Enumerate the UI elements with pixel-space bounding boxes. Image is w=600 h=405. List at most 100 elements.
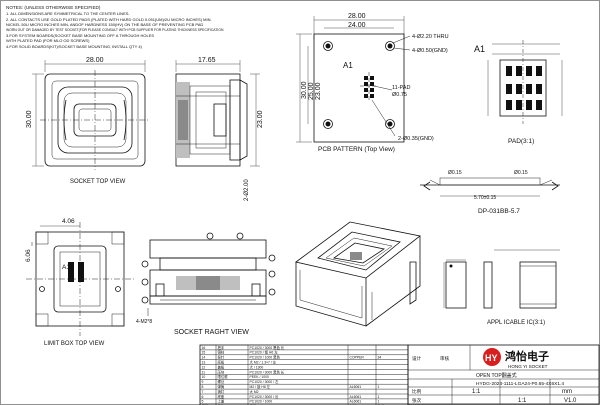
bom-cell-spec: PC1020 / 锁 H6 左 (250, 350, 279, 355)
pcb-hole-thru: 4-Ø2.20 THRU (412, 34, 449, 40)
bom-cell-name: 名称 (218, 404, 225, 405)
top-width-dim: 28.00 (86, 57, 104, 64)
bom-cell-name: 底板 (218, 360, 225, 365)
limit-box-view: 4.06 6.06 A1 LIMIT BOX TOP VIEW (25, 218, 134, 347)
bom-cell-qty: 34 (378, 356, 382, 360)
bom-cell-qty: 1 (378, 395, 380, 399)
bom-cell-no: 7 (202, 390, 204, 394)
bom-cell-spec: 规格 (250, 404, 257, 405)
bom-cell-name: 底座 (218, 394, 225, 399)
sheet-value: 1:1 (518, 398, 527, 404)
bom-cell-spec: 大 M2 / 1.3×7 / 左 (250, 360, 277, 365)
bom-cell-mat: AL6061 (350, 400, 362, 404)
raght-dim: 4-M2*8 (136, 319, 152, 325)
pcb-pattern: 28.00 24.00 A1 30.00 25.00 23.00 4-Ø2.20… (296, 13, 485, 153)
bom-cell-spec: 大 M2 (250, 389, 259, 394)
company-name-cn: 鸿怡电子 (505, 349, 549, 363)
bom-cell-name: 限位框 (218, 374, 229, 379)
bom-cell-no: 8 (202, 385, 204, 389)
bom-cell-no: 6 (202, 395, 204, 399)
pad-view: PAD(3:1) (487, 40, 563, 145)
bom-cell-name: 盖板 (218, 364, 225, 369)
pcb-pads (364, 76, 374, 98)
dp-d1: Ø0.15 (448, 170, 462, 176)
bom-row: 5 上盖 PC1020 / 1000 AL6061 1 (202, 399, 380, 404)
bom-header-row: 序号 名称 规格 材料 数量 (202, 404, 385, 405)
bom-cell-spec: PC1020 / 3000 黑色 长 (250, 369, 285, 374)
bom-cell-mat: AL6061 (350, 395, 362, 399)
bom-cell-no: 5 (202, 400, 204, 404)
bom-cell-mat: 材料 (350, 404, 357, 405)
applicable-title: APPL ICABLE IC(3:1) (487, 320, 545, 326)
dp-view: Ø0.15 Ø0.15 5.70±0.15 DP-031BB-5.7 (420, 170, 560, 215)
note-line: 3.FOR SYSTEM BOARDS(SOCKET BASE MOUNTING… (6, 33, 154, 38)
bom-cell-name: 压块 (218, 369, 225, 374)
limit-a1: A1 (62, 264, 70, 271)
scale-value: 1:1 (472, 389, 481, 395)
limit-d2: 6.06 (25, 249, 32, 262)
bom-cell-spec: PC1020 / 1000 黑色 (250, 355, 281, 360)
bom-cell-spec: 大 / 1300 (250, 364, 264, 369)
top-view-title: SOCKET TOP VIEW (70, 179, 126, 185)
bom-cell-spec: PC1020 / 1000 (250, 400, 273, 404)
isometric-view (295, 221, 421, 327)
dp-title: DP-031BB-5.7 (478, 208, 520, 215)
pcb-pad-label: 11-PAD (392, 85, 410, 91)
socket-top-view: 28.00 30.00 SOCKET TOP VIEW (26, 57, 150, 185)
note-line: 2. ALL CONTACTS USE GOLD PLATED PADS (PL… (6, 17, 212, 22)
bom-cell-name: 销钉 (218, 389, 225, 394)
side-base-dim: 2-Ø2.00 (244, 179, 250, 201)
sheet-label: 张次 (412, 397, 422, 404)
note-line: NICKEL 50U MICRO INCHES MIN, ANDOF HARDN… (6, 22, 203, 27)
logo-mark: HY (485, 353, 498, 363)
bom-cell-no: 13 (202, 361, 206, 365)
bom-cell-spec: PC1020 / 3000 / 长 (250, 394, 279, 399)
bom-cell-name: 上盖 (218, 399, 225, 404)
bom-cell-qty: 1 (378, 400, 380, 404)
bom-cell-no: 14 (202, 356, 206, 360)
socket-side-view: 17.65 23.00 2-Ø2.00 (175, 57, 264, 201)
pcb-a1-right: A1 (474, 44, 485, 54)
bom-cell-name: 螺丝 (218, 379, 225, 384)
note-line: NOTES: (UNLESS OTHERWISE SPECIFIED) (6, 5, 101, 10)
bom-cell-mat: AL6061 (350, 385, 362, 389)
side-depth-dim: 17.65 (198, 57, 216, 64)
bom-cell-no: 16 (202, 346, 206, 350)
bom-cell-spec: M2 / 锁 H6 左 (250, 384, 271, 389)
pcb-pad-sub: Ø0.75 (392, 92, 407, 98)
bom-cell-no: 12 (202, 365, 206, 369)
bom-cell-no: 序号 (202, 404, 209, 405)
pcb-height-outer: 30.00 (301, 81, 308, 99)
note-line: WORN OUT OR DAMAGED BY TEST SOCKET(FOR P… (6, 28, 224, 32)
pcb-height-inner: 23.00 (315, 82, 322, 100)
pcb-title: PCB PATTERN (Top View) (318, 146, 395, 153)
bom-cell-qty: 1 (378, 385, 380, 389)
bom-cell-name: 探针 (218, 355, 225, 360)
title-block: HY 鸿怡电子 HONG YI SOCKET 设计 审核 OPEN TOP翻盖式… (407, 344, 600, 405)
bom-row: 7 销钉 大 M2 (202, 389, 259, 394)
bom-row: 13 底板 大 M2 / 1.3×7 / 左 (202, 360, 277, 365)
limit-d1: 4.06 (62, 218, 75, 225)
bom-cell-name: 把手 (218, 345, 225, 350)
socket-raght-view: 4-M2*8 SOCKET RAGHT VIEW (136, 232, 276, 336)
bom-cell-name: 铜柱 (218, 350, 225, 355)
company-name-en: HONG YI SOCKET (508, 364, 548, 369)
pcb-gnd-label: 2-Ø0.35(GND) (398, 136, 434, 142)
bom-cell-no: 10 (202, 375, 206, 379)
side-height-dim: 23.00 (257, 110, 264, 128)
pcb-hole-gnd: 4-Ø0.50(GND) (412, 48, 448, 54)
pcb-a1-label: A1 (343, 61, 353, 70)
bom-cell-spec: PC1020 / 3000 / 左 (250, 379, 279, 384)
pcb-height-mid: 25.00 (308, 82, 315, 100)
note-line: WITH PLATED PAD (FOR MLO OD SCREWS) (6, 38, 90, 43)
pcb-width-inner: 24.00 (348, 22, 366, 29)
bom-cell-spec: PC1020 / 3000 黑色 长 (250, 345, 285, 350)
applicable-ic-view: APPL ICABLE IC(3:1) (443, 249, 560, 326)
raght-title: SOCKET RAGHT VIEW (174, 329, 249, 336)
bom-cell-qty: 数量 (378, 404, 385, 405)
